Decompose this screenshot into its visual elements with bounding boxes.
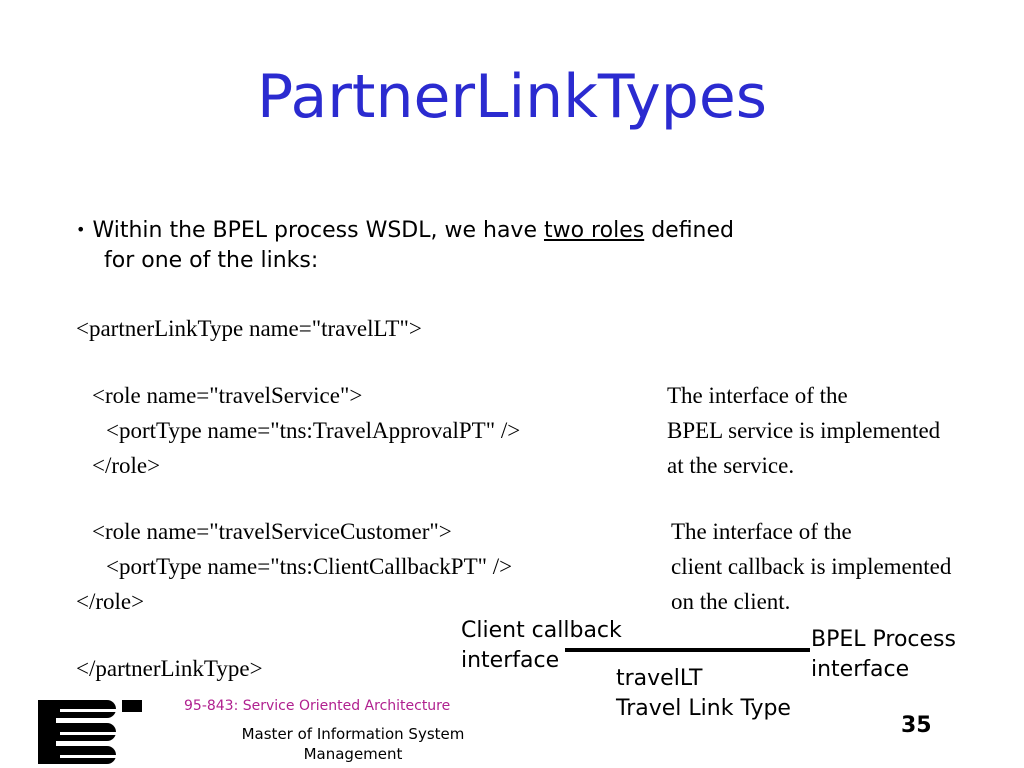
client-callback-label: Client callback interface xyxy=(461,616,622,676)
service-note: The interface of the BPEL service is imp… xyxy=(667,378,940,483)
service-note-line: The interface of the xyxy=(667,383,848,408)
code-line-role-close-1: </role> xyxy=(92,453,161,478)
code-line-role-close-2: </role> xyxy=(76,589,145,614)
program-footer-line: Master of Information System xyxy=(241,725,465,743)
code-line-porttype-travelapproval: <portType name="tns:TravelApprovalPT" /> xyxy=(106,418,521,443)
client-callback-label-line: interface xyxy=(461,648,560,673)
travel-link-type-label-line: Travel Link Type xyxy=(616,696,791,721)
bpel-process-label-line: BPEL Process xyxy=(811,627,956,652)
client-note-line: on the client. xyxy=(671,589,791,614)
bullet-marker: • xyxy=(76,220,86,239)
slide-title: PartnerLinkTypes xyxy=(257,62,767,132)
program-footer-line: Management xyxy=(303,745,403,763)
travel-link-type-label-line: travelLT xyxy=(616,666,703,691)
bullet-underlined-text: two roles xyxy=(543,218,645,243)
code-line-partnerlinktype-open: <partnerLinkType name="travelLT"> xyxy=(76,316,422,341)
service-note-line: BPEL service is implemented xyxy=(667,418,941,443)
bullet-line-2: for one of the links: xyxy=(104,248,319,273)
client-note-line: client callback is implemented xyxy=(671,554,952,579)
client-note: The interface of the client callback is … xyxy=(671,514,951,619)
bullet-text-after: defined xyxy=(651,218,734,243)
code-line-partnerlinktype-close: </partnerLinkType> xyxy=(76,656,263,681)
client-note-line: The interface of the xyxy=(671,519,852,544)
bpel-process-label: BPEL Process interface xyxy=(811,625,956,685)
code-line-role-customer: <role name="travelServiceCustomer"> xyxy=(92,519,452,544)
bullet-line-1: • Within the BPEL process WSDL, we have … xyxy=(76,214,734,246)
program-footer: Master of Information System Management xyxy=(200,724,506,764)
bpel-process-label-line: interface xyxy=(811,657,910,682)
code-line-porttype-clientcallback: <portType name="tns:ClientCallbackPT" /> xyxy=(106,554,513,579)
partner-link-connector-line xyxy=(565,648,810,652)
bullet-text-before: Within the BPEL process WSDL, we have xyxy=(92,218,537,243)
service-note-line: at the service. xyxy=(667,453,795,478)
course-footer: 95-843: Service Oriented Architecture xyxy=(184,698,451,714)
client-callback-label-line: Client callback xyxy=(461,618,622,643)
university-logo-icon xyxy=(38,700,142,764)
travel-link-type-label: travelLT Travel Link Type xyxy=(616,664,791,724)
page-number: 35 xyxy=(901,713,932,738)
code-line-role-travelservice: <role name="travelService"> xyxy=(92,383,363,408)
